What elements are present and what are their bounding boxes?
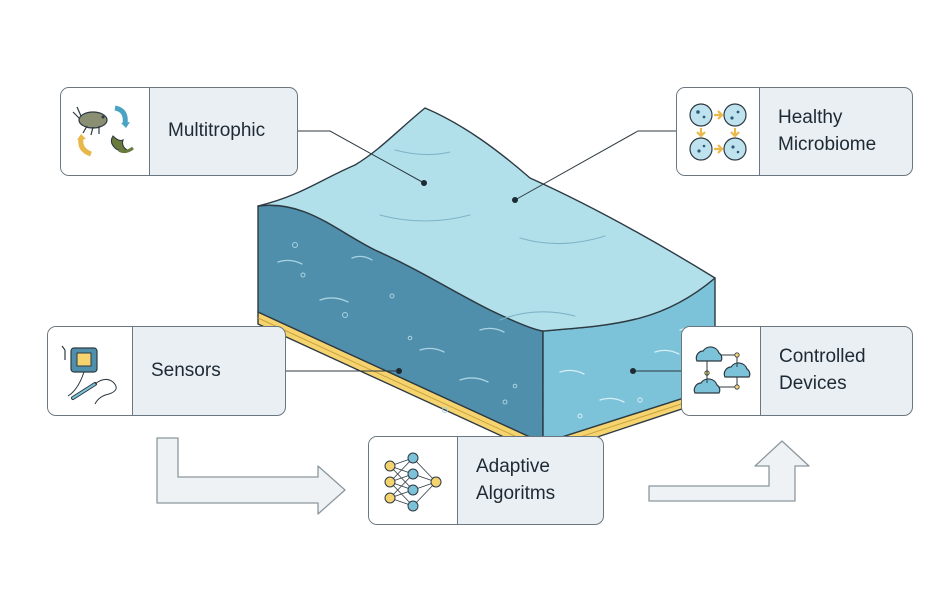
node-label: Multitrophic [150,88,265,175]
leader-lines [286,130,681,372]
node-label: Healthy Microbiome [760,88,876,175]
neural-network-icon [369,437,458,524]
node-multitrophic: Multitrophic [60,87,298,176]
shrimp-seaweed-cycle-icon [61,88,150,175]
sensor-probe-icon [48,327,133,415]
leader-dots [396,180,636,374]
node-healthy-microbiome: Healthy Microbiome [676,87,913,176]
devices-label-line1: Controlled [779,346,866,368]
node-label: Sensors [133,327,221,415]
algorithms-label-line1: Adaptive [476,455,550,477]
node-adaptive-algorithms: Adaptive Algoritms [368,436,604,525]
node-label: Controlled Devices [761,327,866,415]
node-controlled-devices: Controlled Devices [681,326,913,416]
sensors-label: Sensors [151,359,221,381]
microbiome-label-line2: Microbiome [778,133,877,155]
node-sensors: Sensors [47,326,286,416]
node-label: Adaptive Algoritms [458,437,555,524]
flow-arrow-left [156,437,346,515]
water-top-surface [257,107,716,332]
cloud-network-icon [682,327,761,415]
microbe-petri-icon [677,88,760,175]
microbiome-label-line1: Healthy [778,106,843,128]
algorithms-label-line2: Algoritms [476,482,556,504]
devices-label-line2: Devices [779,373,847,394]
multitrophic-label: Multitrophic [168,120,266,142]
flow-arrow-right [648,440,810,502]
